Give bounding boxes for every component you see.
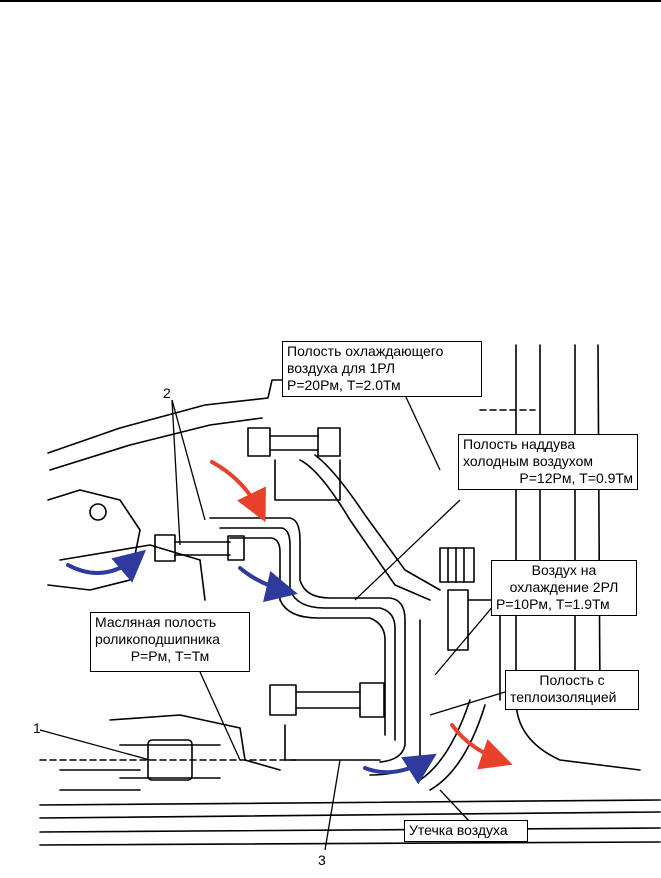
roller-cage [119,744,221,779]
callout-line: Р=20Рм, Т=2.0Тм [287,377,401,393]
heat-shield-2 [429,704,486,791]
callout-cooling-air-cavity-1rl: Полость охлаждающего воздуха для 1РЛ Р=2… [282,341,482,397]
upper-bolt-nut [317,427,341,457]
callout-line: холодным воздухом [463,453,594,469]
leader-2a [171,399,181,546]
leader-c2 [354,499,461,601]
lower-housing [109,714,281,771]
callout-line: роликоподшипника [95,631,220,647]
left-bolt-head [154,534,176,562]
left-bolt-shank [174,541,231,556]
bearing-eye [89,503,107,521]
label-number-1: 1 [33,720,41,736]
callout-air-leakage: Утечка воздуха [404,820,528,842]
bearing-housing-2 [59,544,206,601]
callout-line: охлаждение 2РЛ [509,579,619,595]
cold-flow-arrow-1 [66,549,147,583]
bottom-rail-2 [39,811,661,819]
callout-line: Масляная полость [95,614,217,630]
upper-bolt-head [247,427,271,457]
hot-flow-arrow-2 [450,723,513,770]
right-far-wall [597,344,601,701]
callout-cold-air-boost-cavity: Полость наддува холодным воздухом Р=12Рм… [458,434,638,490]
upper-bolt-shank [269,435,319,451]
page-top-rule [0,0,661,2]
callout-line: Воздух на [531,562,597,578]
seal-block-lines [447,547,465,583]
bottom-rail-3 [39,827,661,833]
cold-flow-arrow-3 [363,753,437,785]
callout-line: Р=12Рм, Т=0.9Тм [519,470,633,486]
heat-shield [419,699,471,781]
label-number-3: 3 [318,852,326,868]
lower-bolt-shank [295,691,361,709]
leader-c5 [429,691,506,716]
leader-c3 [434,597,501,676]
pipe-3 [229,537,386,736]
lower-flange [284,724,381,761]
lower-bolt-nut [359,682,385,718]
leader-2b [171,399,206,521]
lower-bolt-head [269,684,297,716]
leader-c6 [439,789,471,823]
pipe-2 [219,527,396,741]
callout-line: теплоизоляцией [510,689,617,705]
pipe-1 [209,517,406,763]
leader-c4 [199,671,241,761]
seal-block [439,547,475,583]
central-strut [299,459,431,601]
callout-line: воздуха для 1РЛ [287,360,396,376]
callout-line: Р=10Рм, Т=1.9Тм [496,596,610,612]
left-bolt-nut [227,535,245,561]
callout-line: Полость наддува [463,436,576,452]
bearing-housing [47,489,141,591]
callout-line: Р=Рм, Т=Тм [130,648,210,664]
callout-line: Полость охлаждающего [287,343,444,359]
bottom-rail-1 [39,799,661,806]
callout-line: Полость с [539,672,605,688]
callout-line: Утечка воздуха [409,822,508,838]
upper-flange [274,459,341,501]
cold-flow-arrow-2 [238,566,298,603]
right-flange [447,589,469,651]
callout-heat-insulation-cavity: Полость с теплоизоляцией [505,670,639,710]
leader-1 [39,729,151,761]
callout-oil-cavity-roller-bearing: Масляная полость роликоподшипника Р=Рм, … [90,612,250,672]
lower-left-wall [59,769,141,791]
bottom-rail-4 [39,841,661,846]
central-strut-2 [314,454,441,591]
leader-c1 [404,394,441,471]
upper-casing-inner [49,417,263,471]
label-number-2: 2 [163,385,171,401]
callout-air-cooling-2rl: Воздух на охлаждение 2РЛ Р=10Рм, Т=1.9Тм [491,560,637,616]
hot-flow-arrow-1 [210,460,266,523]
leader-3 [324,759,341,851]
